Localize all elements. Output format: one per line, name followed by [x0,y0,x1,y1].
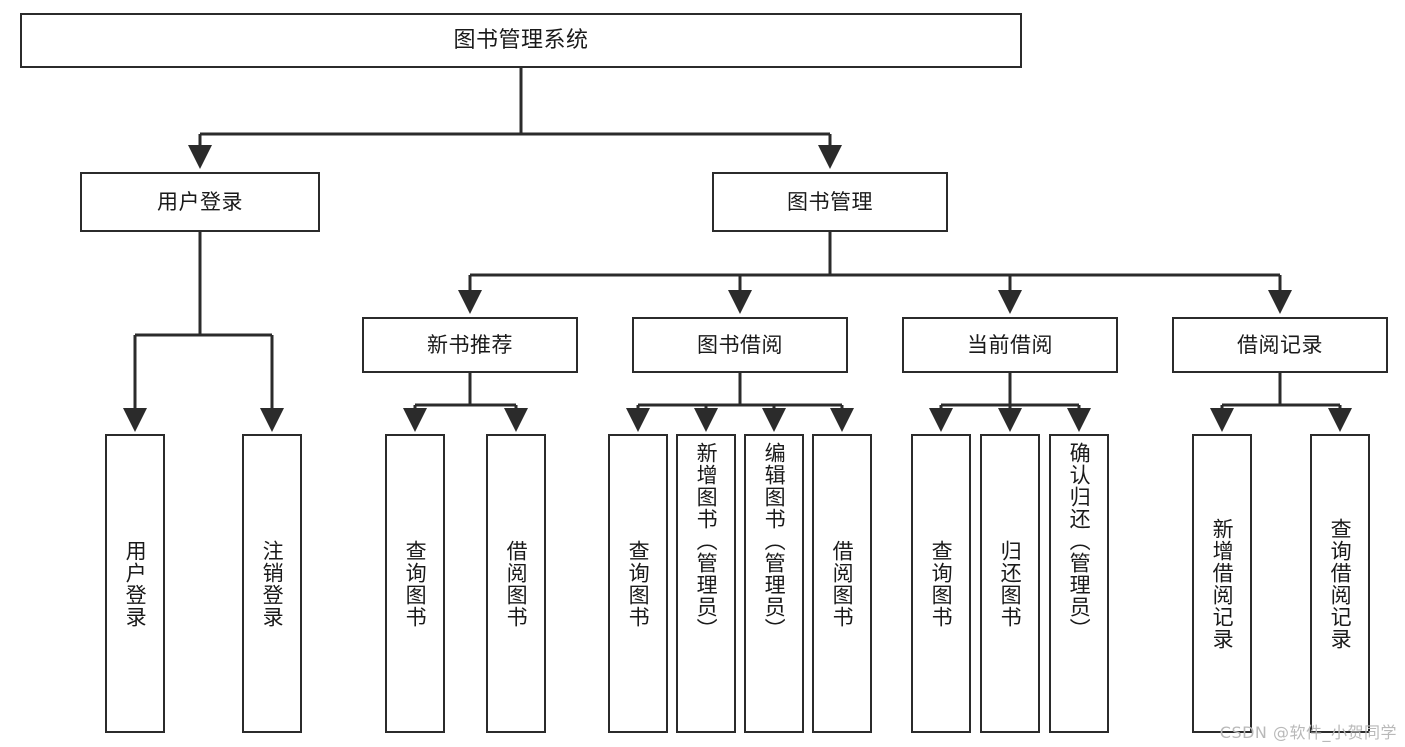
node-borrow-record[interactable]: 借阅记录 [1172,317,1388,373]
leaf-add-borrow-record[interactable]: 新增借阅记录 [1192,434,1252,733]
leaf-query-book-3[interactable]: 查询图书 [911,434,971,733]
leaf-query-book-1[interactable]: 查询图书 [385,434,445,733]
node-label: 确认归还（管理员） [1067,442,1092,640]
leaf-user-login[interactable]: 用户登录 [105,434,165,733]
node-label: 借阅记录 [1237,332,1323,357]
node-label: 注销登录 [260,539,285,628]
node-label: 图书借阅 [697,332,783,357]
leaf-query-borrow-record[interactable]: 查询借阅记录 [1310,434,1370,733]
leaf-query-book-2[interactable]: 查询图书 [608,434,668,733]
node-label: 用户登录 [123,539,148,628]
node-user-login[interactable]: 用户登录 [80,172,320,232]
node-label: 新书推荐 [427,332,513,357]
leaf-user-logout[interactable]: 注销登录 [242,434,302,733]
node-label: 查询图书 [626,539,651,628]
node-label: 当前借阅 [967,332,1053,357]
csdn-watermark: CSDN @软件_小贺同学 [1219,723,1397,742]
leaf-return-book[interactable]: 归还图书 [980,434,1040,733]
node-root-system[interactable]: 图书管理系统 [20,13,1022,68]
node-label: 编辑图书（管理员） [762,442,787,640]
node-label: 图书管理系统 [453,27,589,53]
leaf-confirm-return[interactable]: 确认归还（管理员） [1049,434,1109,733]
node-label: 新增图书（管理员） [694,442,719,640]
node-label: 查询借阅记录 [1328,517,1353,650]
node-new-book-recommend[interactable]: 新书推荐 [362,317,578,373]
node-label: 图书管理 [787,189,873,214]
node-label: 查询图书 [929,539,954,628]
leaf-edit-book[interactable]: 编辑图书（管理员） [744,434,804,733]
node-label: 用户登录 [157,189,243,214]
node-current-borrow[interactable]: 当前借阅 [902,317,1118,373]
node-label: 新增借阅记录 [1210,517,1235,650]
node-label: 借阅图书 [830,539,855,628]
leaf-borrow-book-2[interactable]: 借阅图书 [812,434,872,733]
node-book-manage[interactable]: 图书管理 [712,172,948,232]
node-label: 借阅图书 [504,539,529,628]
node-label: 查询图书 [403,539,428,628]
node-label: 归还图书 [998,539,1023,628]
leaf-add-book[interactable]: 新增图书（管理员） [676,434,736,733]
leaf-borrow-book-1[interactable]: 借阅图书 [486,434,546,733]
node-book-borrow[interactable]: 图书借阅 [632,317,848,373]
